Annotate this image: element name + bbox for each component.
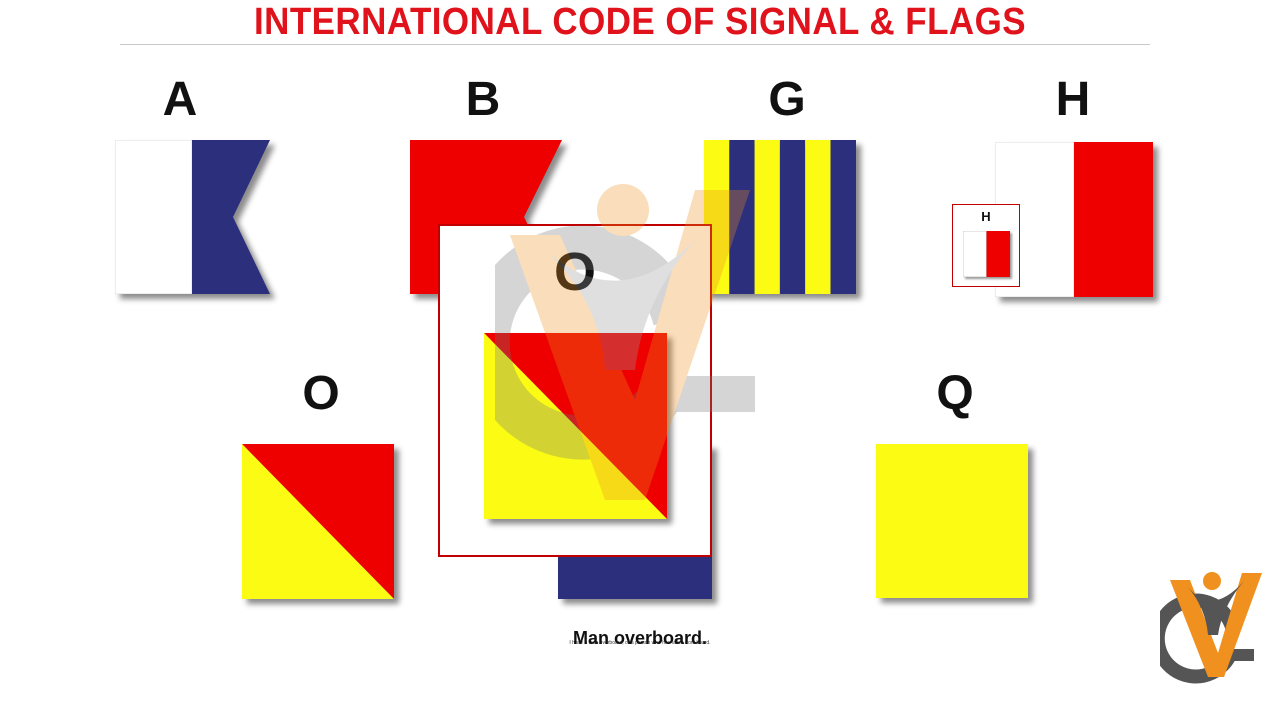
caption-detail: I have a man overboard, or a person who … [569, 640, 711, 646]
flag-a[interactable] [115, 140, 270, 294]
flag-h-mini-popup[interactable]: H [952, 204, 1020, 287]
flag-g[interactable] [704, 140, 856, 294]
flag-letter-o: O [302, 367, 340, 420]
flag-letter-h: H [1055, 73, 1091, 126]
popup-letter-o: O [553, 242, 596, 302]
flag-q[interactable] [876, 444, 1028, 598]
page-title: INTERNATIONAL CODE OF SIGNAL & FLAGS [253, 1, 1027, 43]
popup-flag-o [484, 333, 667, 524]
flag-letter-b: B [465, 73, 501, 126]
mini-popup-flag-h [962, 230, 1010, 282]
flag-letter-g: G [768, 73, 806, 126]
flag-letter-q: Q [936, 367, 974, 420]
title-divider [120, 44, 1150, 45]
flag-o[interactable] [242, 444, 394, 599]
flag-o-zoom-popup[interactable]: O [438, 224, 712, 557]
flag-letter-a: A [162, 73, 198, 126]
mini-popup-letter-h: H [981, 209, 991, 224]
vg-logo-icon [1150, 565, 1270, 700]
caption-meaning: Man overboard. [572, 628, 708, 648]
